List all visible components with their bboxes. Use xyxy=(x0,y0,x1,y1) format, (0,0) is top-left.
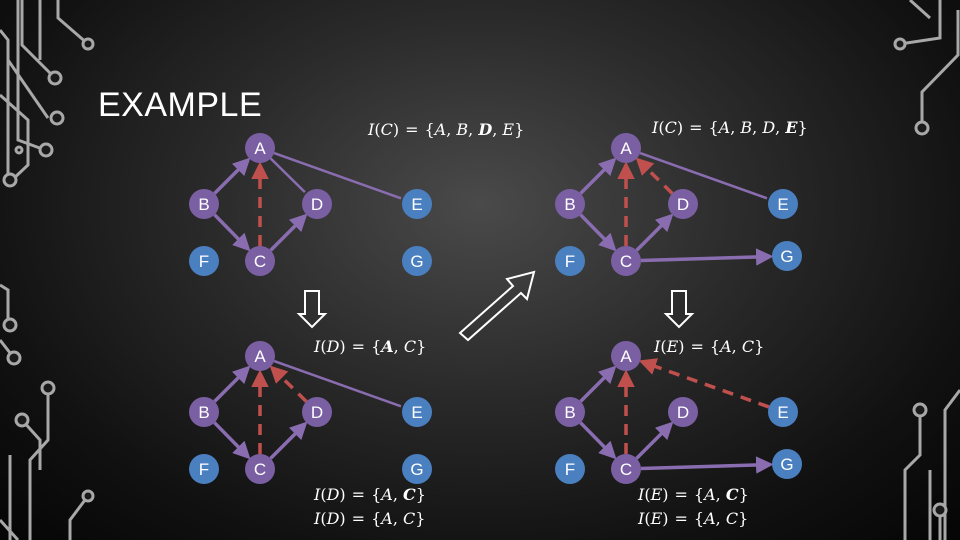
node-label: A xyxy=(254,347,266,366)
node-d: D xyxy=(668,397,698,427)
node-c: C xyxy=(611,454,641,484)
node-label: E xyxy=(777,195,788,214)
node-label: C xyxy=(620,460,632,479)
down-arrow-left xyxy=(296,290,328,329)
node-c: C xyxy=(245,454,275,484)
formula-bottom-right-1: I(E)={A, C} xyxy=(654,337,765,356)
node-e: E xyxy=(402,397,432,427)
node-d: D xyxy=(302,397,332,427)
down-arrow-right xyxy=(663,290,695,329)
node-label: D xyxy=(311,195,323,214)
edge-c-d xyxy=(269,213,308,252)
edge-c-g xyxy=(640,456,774,474)
edge-d-a xyxy=(635,157,674,195)
node-label: G xyxy=(780,247,793,266)
node-g: G xyxy=(402,454,432,484)
node-label: C xyxy=(620,252,632,271)
node-f: F xyxy=(189,454,219,484)
node-label: C xyxy=(254,460,266,479)
node-label: G xyxy=(410,460,423,479)
node-a: A xyxy=(245,341,275,371)
node-label: C xyxy=(254,252,266,271)
diagonal-arrow xyxy=(458,270,536,342)
node-label: G xyxy=(780,455,793,474)
node-a: A xyxy=(611,133,641,163)
node-g: G xyxy=(402,246,432,276)
node-label: D xyxy=(677,403,689,422)
formula-bottom-left-1: I(D)={A, C} xyxy=(314,337,427,356)
node-label: B xyxy=(198,195,209,214)
node-f: F xyxy=(555,246,585,276)
formula-top-right: I(C)={A, B, D, E} xyxy=(652,118,808,137)
node-g: G xyxy=(772,449,802,479)
edge-b-c xyxy=(579,421,617,460)
edge-e-a xyxy=(638,358,770,409)
node-label: B xyxy=(564,195,575,214)
node-c: C xyxy=(245,246,275,276)
formula-bottom-right-3: I(E)={A, C} xyxy=(638,509,749,528)
node-a: A xyxy=(611,341,641,371)
node-label: E xyxy=(411,195,422,214)
edge-b-c xyxy=(213,213,251,252)
node-b: B xyxy=(189,397,219,427)
edge-b-c xyxy=(579,213,617,252)
edge-a-d xyxy=(269,157,306,193)
edge-a-e xyxy=(273,359,402,408)
node-label: F xyxy=(565,460,575,479)
node-c: C xyxy=(611,246,641,276)
edge-c-g xyxy=(640,248,774,266)
node-label: A xyxy=(254,139,266,158)
node-label: A xyxy=(620,347,632,366)
node-label: F xyxy=(199,252,209,271)
node-label: B xyxy=(198,403,209,422)
node-label: F xyxy=(199,460,209,479)
node-label: D xyxy=(311,403,323,422)
edge-c-d xyxy=(635,421,674,460)
node-g: G xyxy=(772,241,802,271)
node-b: B xyxy=(555,189,585,219)
node-b: B xyxy=(189,189,219,219)
edge-a-e xyxy=(273,151,402,200)
node-label: F xyxy=(565,252,575,271)
node-e: E xyxy=(768,397,798,427)
node-label: D xyxy=(677,195,689,214)
edge-d-a xyxy=(269,365,308,403)
node-label: A xyxy=(620,139,632,158)
edge-c-d xyxy=(269,421,308,460)
node-d: D xyxy=(668,189,698,219)
node-e: E xyxy=(768,189,798,219)
edge-b-a xyxy=(213,365,251,403)
edge-b-c xyxy=(213,421,251,460)
node-label: G xyxy=(410,252,423,271)
formula-bottom-left-3: I(D)={A, C} xyxy=(314,509,426,528)
edge-b-a xyxy=(579,365,617,403)
node-f: F xyxy=(189,246,219,276)
node-label: E xyxy=(777,403,788,422)
edge-a-e xyxy=(639,151,768,200)
node-label: B xyxy=(564,403,575,422)
node-b: B xyxy=(555,397,585,427)
node-e: E xyxy=(402,189,432,219)
node-f: F xyxy=(555,454,585,484)
formula-bottom-left-2: I(D)={A, C} xyxy=(314,485,426,504)
edge-c-d xyxy=(635,213,674,252)
slide-title: EXAMPLE xyxy=(98,86,263,124)
formula-bottom-right-2: I(E)={A, C} xyxy=(638,485,749,504)
node-label: E xyxy=(411,403,422,422)
node-d: D xyxy=(302,189,332,219)
edge-b-a xyxy=(579,157,617,195)
node-a: A xyxy=(245,133,275,163)
edge-b-a xyxy=(213,157,251,195)
formula-top-left: I(C)={A, B, D, E} xyxy=(368,120,525,139)
